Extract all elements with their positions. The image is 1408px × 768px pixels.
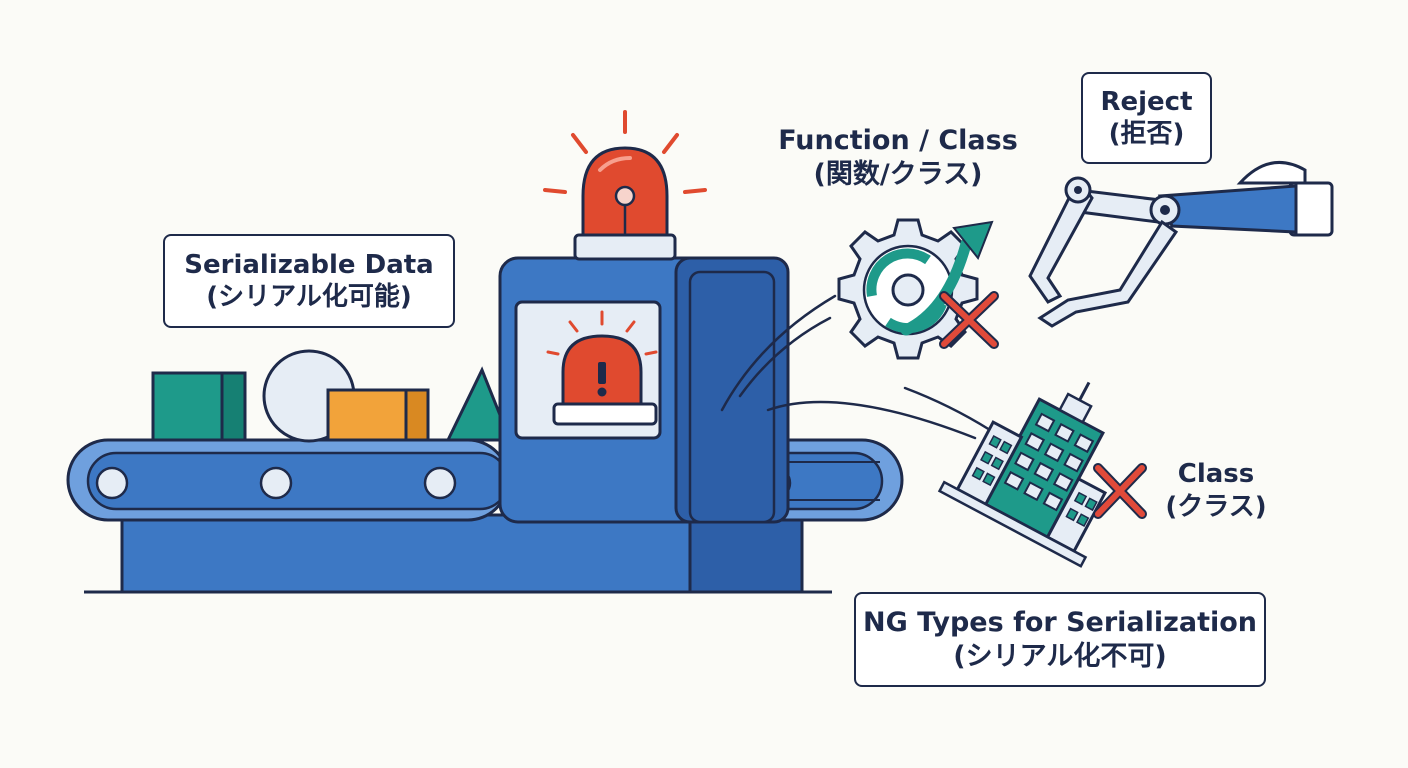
ng-types-line1: NG Types for Serialization: [862, 606, 1258, 638]
function-class-line1: Function / Class: [778, 125, 1018, 156]
x-mark-icon-2: [1093, 463, 1147, 519]
motion-lines: [720, 294, 992, 440]
class-label-line2: (クラス): [1165, 491, 1267, 522]
reject-label-line2: (拒否): [1108, 119, 1185, 149]
function-class-line2: (関数/クラス): [813, 158, 983, 190]
class-label: Class (クラス): [1146, 458, 1286, 523]
ng-types-line2: (シリアル化不可): [953, 640, 1167, 672]
reject-label: Reject (拒否): [1081, 72, 1212, 164]
serializable-data-label: Serializable Data (シリアル化可能): [163, 234, 455, 328]
teal-pyramid: [445, 366, 513, 442]
x-mark-icon: [939, 291, 999, 349]
ng-types-label: NG Types for Serialization (シリアル化不可): [854, 592, 1266, 687]
siren-icon: [546, 310, 658, 426]
robot-gripper-icon: [1028, 161, 1334, 328]
reject-label-line1: Reject: [1100, 86, 1193, 117]
building-icon: [937, 381, 1108, 568]
function-class-label: Function / Class (関数/クラス): [770, 124, 1026, 192]
serializable-label-line2: (シリアル化可能): [206, 282, 412, 312]
machine-base-shade: [688, 513, 804, 594]
serializable-label-line1: Serializable Data: [184, 249, 434, 280]
gear-icon: [837, 218, 994, 360]
top-siren-icon: [543, 110, 707, 261]
scanner-machine: [498, 256, 790, 524]
class-label-line1: Class: [1177, 459, 1255, 489]
serializable-objects: [151, 349, 513, 443]
